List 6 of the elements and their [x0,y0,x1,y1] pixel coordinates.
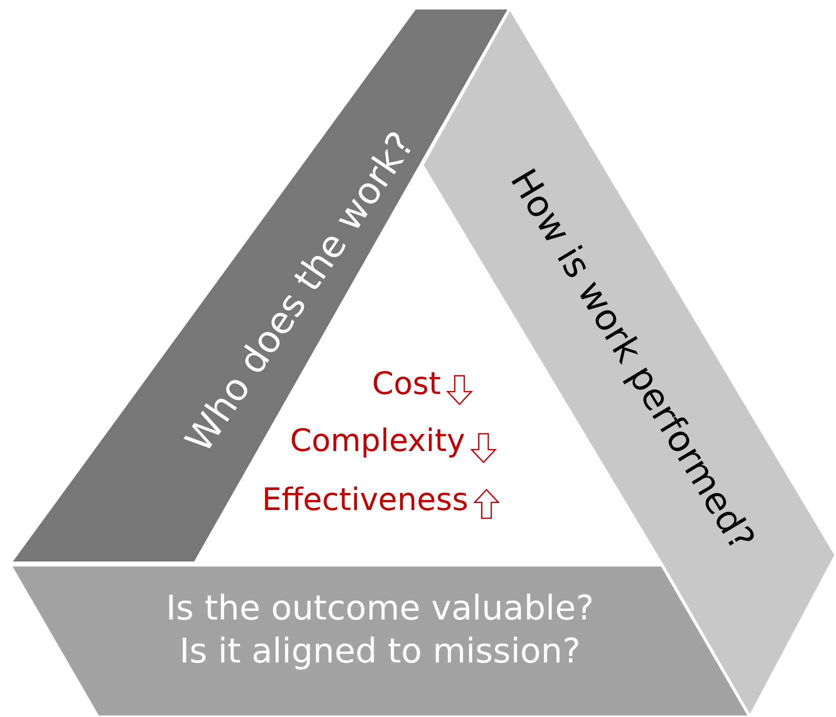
center-label: Effectiveness [262,482,468,518]
band-text: Is the outcome valuable? Is it aligned to mission? [165,588,595,672]
triangle-band [10,8,510,563]
center-label: Cost [372,366,441,402]
triangle-band [10,565,750,717]
center-label: Complexity [290,423,466,459]
